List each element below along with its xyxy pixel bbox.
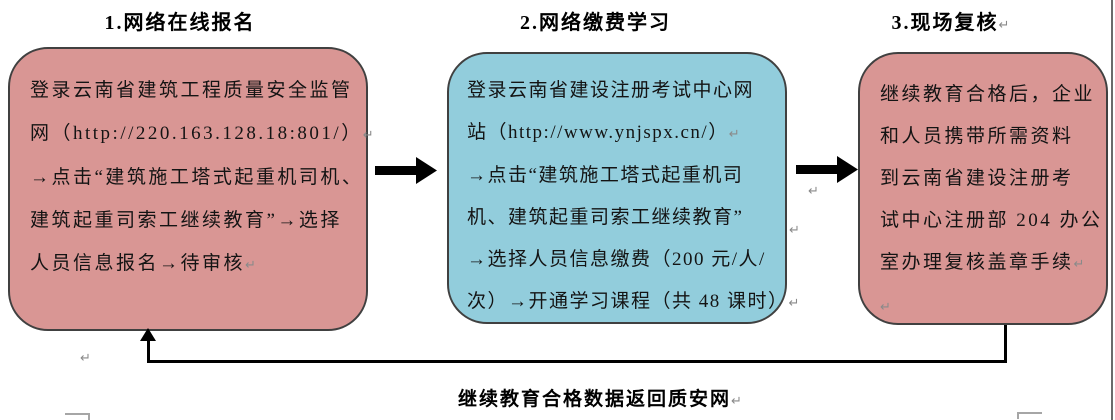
step3-text-line: 试中心注册部 204 办公 [880, 210, 1103, 231]
step2-text-line: →选择人员信息缴费（200 元/人/ [467, 249, 766, 270]
step1-text-line: 人员信息报名→待审核↵ [30, 253, 256, 274]
step2-text-line: 机、建筑起重司索工继续教育” [467, 207, 744, 228]
step2-text-line: →点击“建筑施工塔式起重机司 [467, 165, 744, 186]
step3-text-line: 到云南省建设注册考 [880, 168, 1074, 189]
feedback-caption: 继续教育合格数据返回质安网↵ [458, 389, 742, 410]
step2-box: 登录云南省建设注册考试中心网 站（http://www.ynjspx.cn/）↵… [447, 52, 800, 324]
step1-box: 登录云南省建筑工程质量安全监管 网（http://220.163.128.18:… [8, 47, 374, 331]
paragraph-mark-icon: ↵ [80, 350, 91, 365]
step3-text-line: 和人员携带所需资料 [880, 126, 1074, 147]
step2-text-line: 次）→开通学习课程（共 48 课时）↵ [467, 291, 800, 312]
step1-text-line: →点击“建筑施工塔式起重机司机、 [30, 167, 364, 188]
step2-text-line: 登录云南省建设注册考试中心网 [467, 80, 755, 101]
step3-title: 3.现场复核↵ [891, 12, 1010, 34]
step1-text-line: 网（http://220.163.128.18:801/）↵ [30, 123, 374, 144]
step3-text-line: 继续教育合格后，企业 [880, 84, 1096, 105]
table-corner-mark [1017, 412, 1042, 419]
right-arrow-icon [796, 156, 858, 183]
paragraph-mark-icon: ↵ [808, 183, 819, 198]
table-corner-mark [65, 413, 90, 420]
step1-title: 1.网络在线报名 [104, 12, 256, 34]
feedback-line-across [147, 360, 1007, 363]
step3-text-line: 室办理复核盖章手续↵ [880, 252, 1085, 273]
step1-text-line: 登录云南省建筑工程质量安全监管 [30, 80, 353, 101]
step1-text-line: 建筑起重司索工继续教育”→选择 [30, 210, 342, 231]
feedback-line-up [147, 339, 150, 363]
right-arrow-icon [375, 157, 437, 184]
paragraph-mark-icon: ↵ [789, 222, 800, 237]
step3-text-line: ↵ [880, 299, 891, 314]
up-arrowhead-icon [140, 328, 156, 341]
step2-text-line: 站（http://www.ynjspx.cn/）↵ [467, 122, 740, 143]
step3-box: 继续教育合格后，企业 和人员携带所需资料 到云南省建设注册考 试中心注册部 20… [858, 52, 1108, 325]
page-border-line [1111, 0, 1113, 420]
feedback-line-down [1004, 325, 1007, 363]
step2-title: 2.网络缴费学习 [520, 12, 671, 34]
